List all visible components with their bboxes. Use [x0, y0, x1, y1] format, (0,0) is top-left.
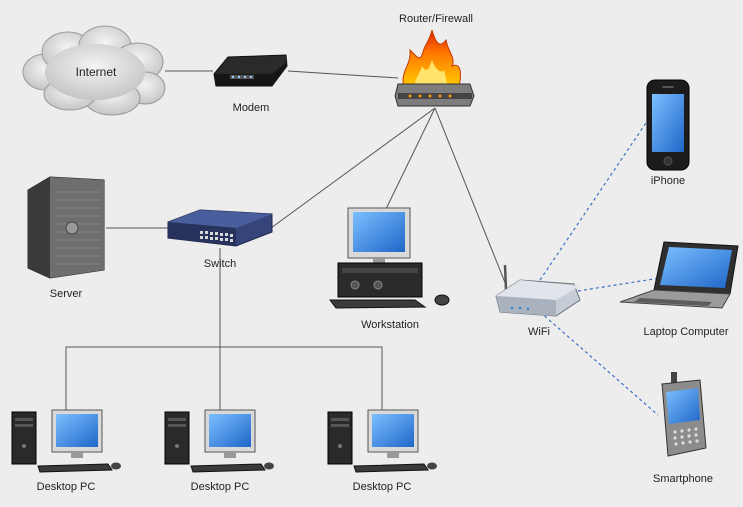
label-server: Server	[50, 288, 83, 300]
iphone-icon	[646, 79, 690, 171]
link-router-workstation	[385, 107, 436, 210]
link-router-wifi	[434, 107, 507, 286]
node-switch: Switch	[167, 209, 273, 270]
label-switch: Switch	[204, 258, 236, 270]
desktop-pc-icon	[327, 409, 437, 473]
smartphone-icon	[661, 372, 707, 457]
laptop-icon	[619, 241, 739, 309]
link-router-switch	[270, 107, 436, 229]
link-wifi-smartphone	[539, 311, 659, 416]
label-internet: Internet	[76, 65, 117, 79]
label-iphone: iPhone	[651, 175, 685, 187]
link-wifi-laptop	[577, 277, 661, 292]
link-switch-pcs	[65, 346, 383, 410]
label-wifi: WiFi	[528, 326, 550, 338]
node-server: Server	[27, 176, 105, 300]
node-smartphone: Smartphone	[653, 372, 713, 485]
wifi-router-icon	[495, 264, 581, 317]
node-modem: Modem	[213, 54, 288, 114]
node-wifi: WiFi	[495, 264, 581, 338]
label-smartphone: Smartphone	[653, 473, 713, 485]
node-internet: Internet	[22, 25, 166, 116]
firewall-icon	[394, 29, 475, 107]
node-router: Router/Firewall	[394, 13, 475, 107]
node-pc3: Desktop PC	[327, 409, 437, 493]
desktop-pc-icon	[11, 409, 121, 473]
switch-icon	[167, 209, 273, 247]
node-pc2: Desktop PC	[164, 409, 274, 493]
label-pc1: Desktop PC	[37, 481, 96, 493]
label-pc3: Desktop PC	[353, 481, 412, 493]
label-pc2: Desktop PC	[191, 481, 250, 493]
label-workstation: Workstation	[361, 319, 419, 331]
label-laptop: Laptop Computer	[644, 326, 729, 338]
node-iphone: iPhone	[646, 79, 690, 187]
link-modem-router	[287, 70, 399, 79]
node-workstation: Workstation	[329, 207, 450, 331]
label-router: Router/Firewall	[399, 13, 473, 25]
label-modem: Modem	[233, 102, 270, 114]
desktop-pc-icon	[164, 409, 274, 473]
node-pc1: Desktop PC	[11, 409, 121, 493]
server-icon	[27, 176, 105, 279]
cloud-icon	[22, 25, 166, 116]
connections	[65, 70, 661, 416]
modem-icon	[213, 54, 288, 87]
link-wifi-iphone	[539, 119, 649, 281]
node-laptop: Laptop Computer	[619, 241, 739, 338]
workstation-icon	[329, 207, 450, 309]
